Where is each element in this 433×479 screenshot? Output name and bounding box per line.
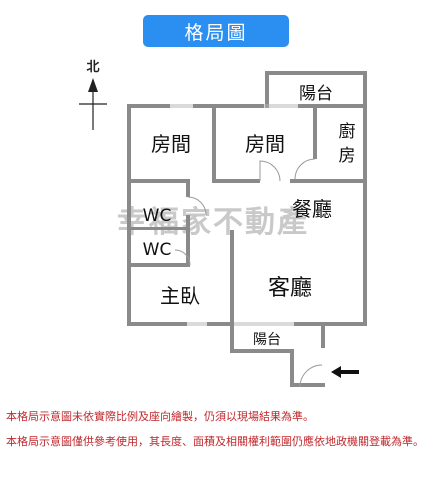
room-label-living: 客廳 [268,276,312,301]
walls [127,71,367,387]
floor-plan: 幸福家不動產 北 [79,60,367,388]
page-title: 格局圖 [184,21,248,44]
disclaimer-line-2: 本格局示意圖僅供參考使用，其長度、面積及相關權利範圍仍應依地政機關登載為準。 [6,435,424,448]
room-label-balcony-top: 陽台 [299,84,333,104]
room-label-balcony-bottom: 陽台 [253,332,281,348]
master-door-icon [174,249,191,266]
disclaimer-notes: 本格局示意圖未依實際比例及座向繪製，仍須以現場結果為準。 本格局示意圖僅供參考使… [6,404,426,454]
bedroom-door-icon [259,160,281,182]
title-banner: 格局圖 [143,15,289,47]
north-compass: 北 [79,60,107,130]
door-swings [174,158,323,388]
wc-door-icon [187,196,207,216]
room-label-wc-lower: WC [143,240,172,260]
north-arrow-icon [88,78,98,92]
room-label-bedroom-left: 房間 [151,132,191,156]
entrance-arrow-icon [331,366,359,378]
watermark: 幸福家不動產 [117,205,309,240]
room-label-dining: 餐廳 [292,197,332,221]
room-labels: 陽台 房間 房間 廚 房 WC WC 餐廳 主臥 客廳 陽台 [143,84,356,348]
compass-label: 北 [86,60,99,75]
windows [170,104,298,326]
room-label-master: 主臥 [160,284,200,308]
entrance-door-icon [299,364,323,388]
room-label-wc-upper: WC [143,206,172,226]
room-label-kitchen-1: 廚 [339,121,356,142]
kitchen-door-icon [294,158,316,180]
room-label-bedroom-right: 房間 [245,132,285,156]
disclaimer-line-1: 本格局示意圖未依實際比例及座向繪製，仍須以現場結果為準。 [6,410,314,423]
room-label-kitchen-2: 房 [339,146,356,166]
